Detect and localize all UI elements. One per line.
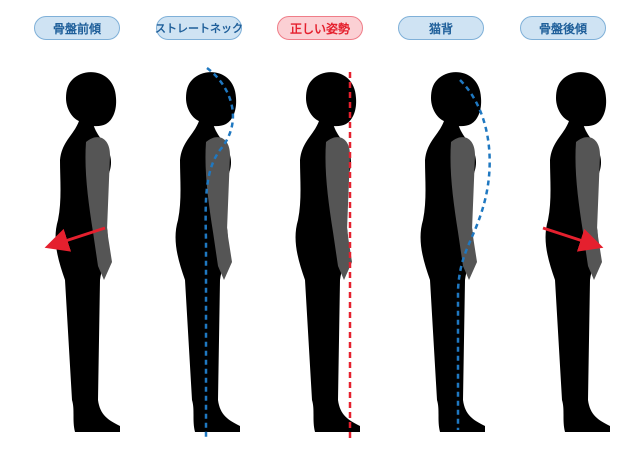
label-correct-posture: 正しい姿勢 (277, 16, 363, 40)
label-anterior-pelvic-tilt: 骨盤前傾 (34, 16, 120, 40)
label-posterior-pelvic-tilt: 骨盤後傾 (520, 16, 606, 40)
figure-anterior-pelvic-tilt (55, 72, 120, 433)
straight-neck-spine-line (204, 66, 235, 440)
figure-posterior-pelvic-tilt (545, 72, 610, 433)
backward-tilt-arrow (542, 226, 604, 252)
label-straight-neck: ストレートネック (155, 16, 243, 40)
forward-tilt-arrow (44, 226, 106, 252)
figure-straight-neck (175, 72, 240, 433)
figure-rounded-back (420, 72, 485, 433)
label-rounded-back: 猫背 (398, 16, 484, 40)
rounded-back-spine-line (456, 79, 491, 430)
